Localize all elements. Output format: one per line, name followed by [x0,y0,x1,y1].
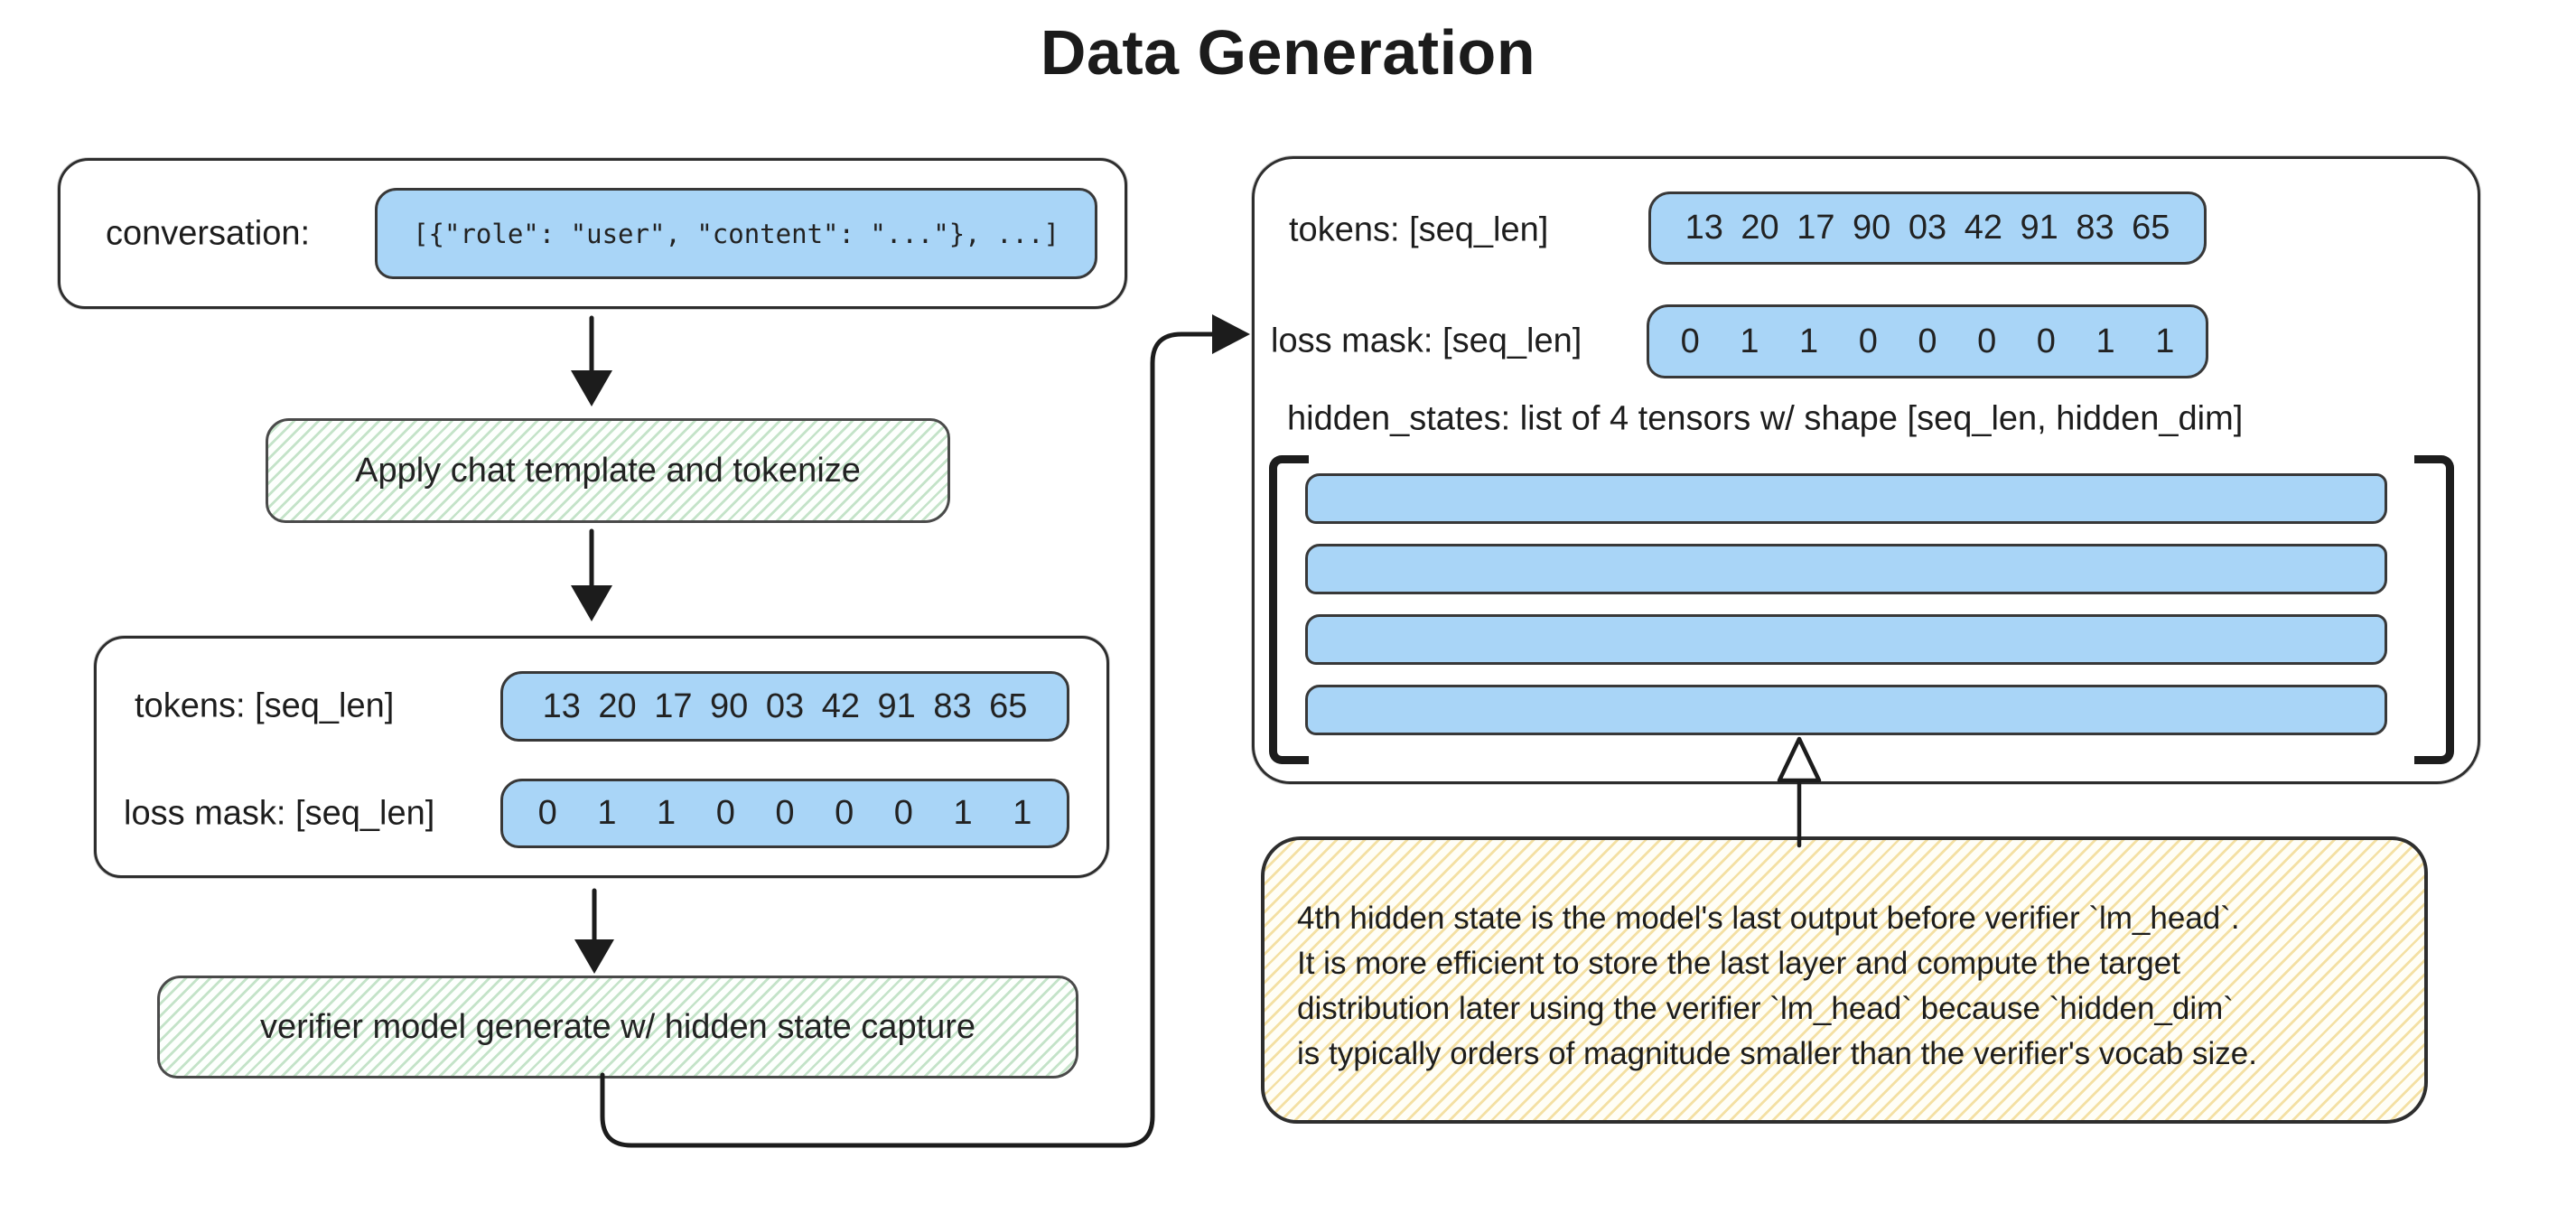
output-loss-mask-pill: 0 1 1 0 0 0 0 1 1 [1647,304,2208,378]
loss-mask-label: loss mask: [seq_len] [124,794,435,833]
note-line: It is more efficient to store the last l… [1297,946,2180,981]
step-apply-chat-template: Apply chat template and tokenize [266,418,950,523]
arrowhead-down-icon [571,370,612,406]
output-tokens-value: 13 20 17 90 03 42 91 83 65 [1685,209,2170,247]
note-line: distribution later using the verifier `l… [1297,991,2234,1026]
loss-mask-pill: 0 1 1 0 0 0 0 1 1 [500,779,1069,848]
conversation-value: [{"role": "user", "content": "..."}, ...… [413,218,1059,249]
output-tokens-pill: 13 20 17 90 03 42 91 83 65 [1648,191,2207,265]
note-line: 4th hidden state is the model's last out… [1297,901,2240,936]
conversation-box: conversation: [{"role": "user", "content… [58,158,1127,309]
tokens-pill: 13 20 17 90 03 42 91 83 65 [500,671,1069,742]
output-tokens-label: tokens: [seq_len] [1289,210,1549,249]
tokens-value: 13 20 17 90 03 42 91 83 65 [542,686,1028,725]
conversation-value-pill: [{"role": "user", "content": "..."}, ...… [375,188,1097,279]
output-panel: tokens: [seq_len] 13 20 17 90 03 42 91 8… [1252,156,2480,784]
arrowhead-down-icon [571,585,612,621]
step-verifier-generate: verifier model generate w/ hidden state … [157,976,1078,1079]
tokens-label: tokens: [seq_len] [135,686,395,725]
step-apply-chat-template-label: Apply chat template and tokenize [355,451,861,490]
hidden-state-bar [1305,473,2387,524]
conversation-label: conversation: [106,214,311,252]
right-bracket [2414,455,2454,764]
output-loss-mask-value: 0 1 1 0 0 0 0 1 1 [1680,322,2175,360]
page-title: Data Generation [1040,17,1536,88]
hidden-state-bar [1305,685,2387,735]
step-verifier-generate-label: verifier model generate w/ hidden state … [259,1007,976,1046]
left-bracket [1269,455,1309,764]
note-line: is typically orders of magnitude smaller… [1297,1036,2257,1071]
hidden-states-label: hidden_states: list of 4 tensors w/ shap… [1287,399,2244,438]
arrowhead-down-icon [574,939,614,974]
hidden-state-bar [1305,544,2387,594]
tokens-box: tokens: [seq_len] 13 20 17 90 03 42 91 8… [94,636,1109,878]
loss-mask-value: 0 1 1 0 0 0 0 1 1 [537,794,1032,832]
output-loss-mask-label: loss mask: [seq_len] [1271,322,1582,360]
arrowhead-right-icon [1212,314,1250,354]
note-box: 4th hidden state is the model's last out… [1261,836,2428,1124]
hidden-state-bar [1305,614,2387,665]
